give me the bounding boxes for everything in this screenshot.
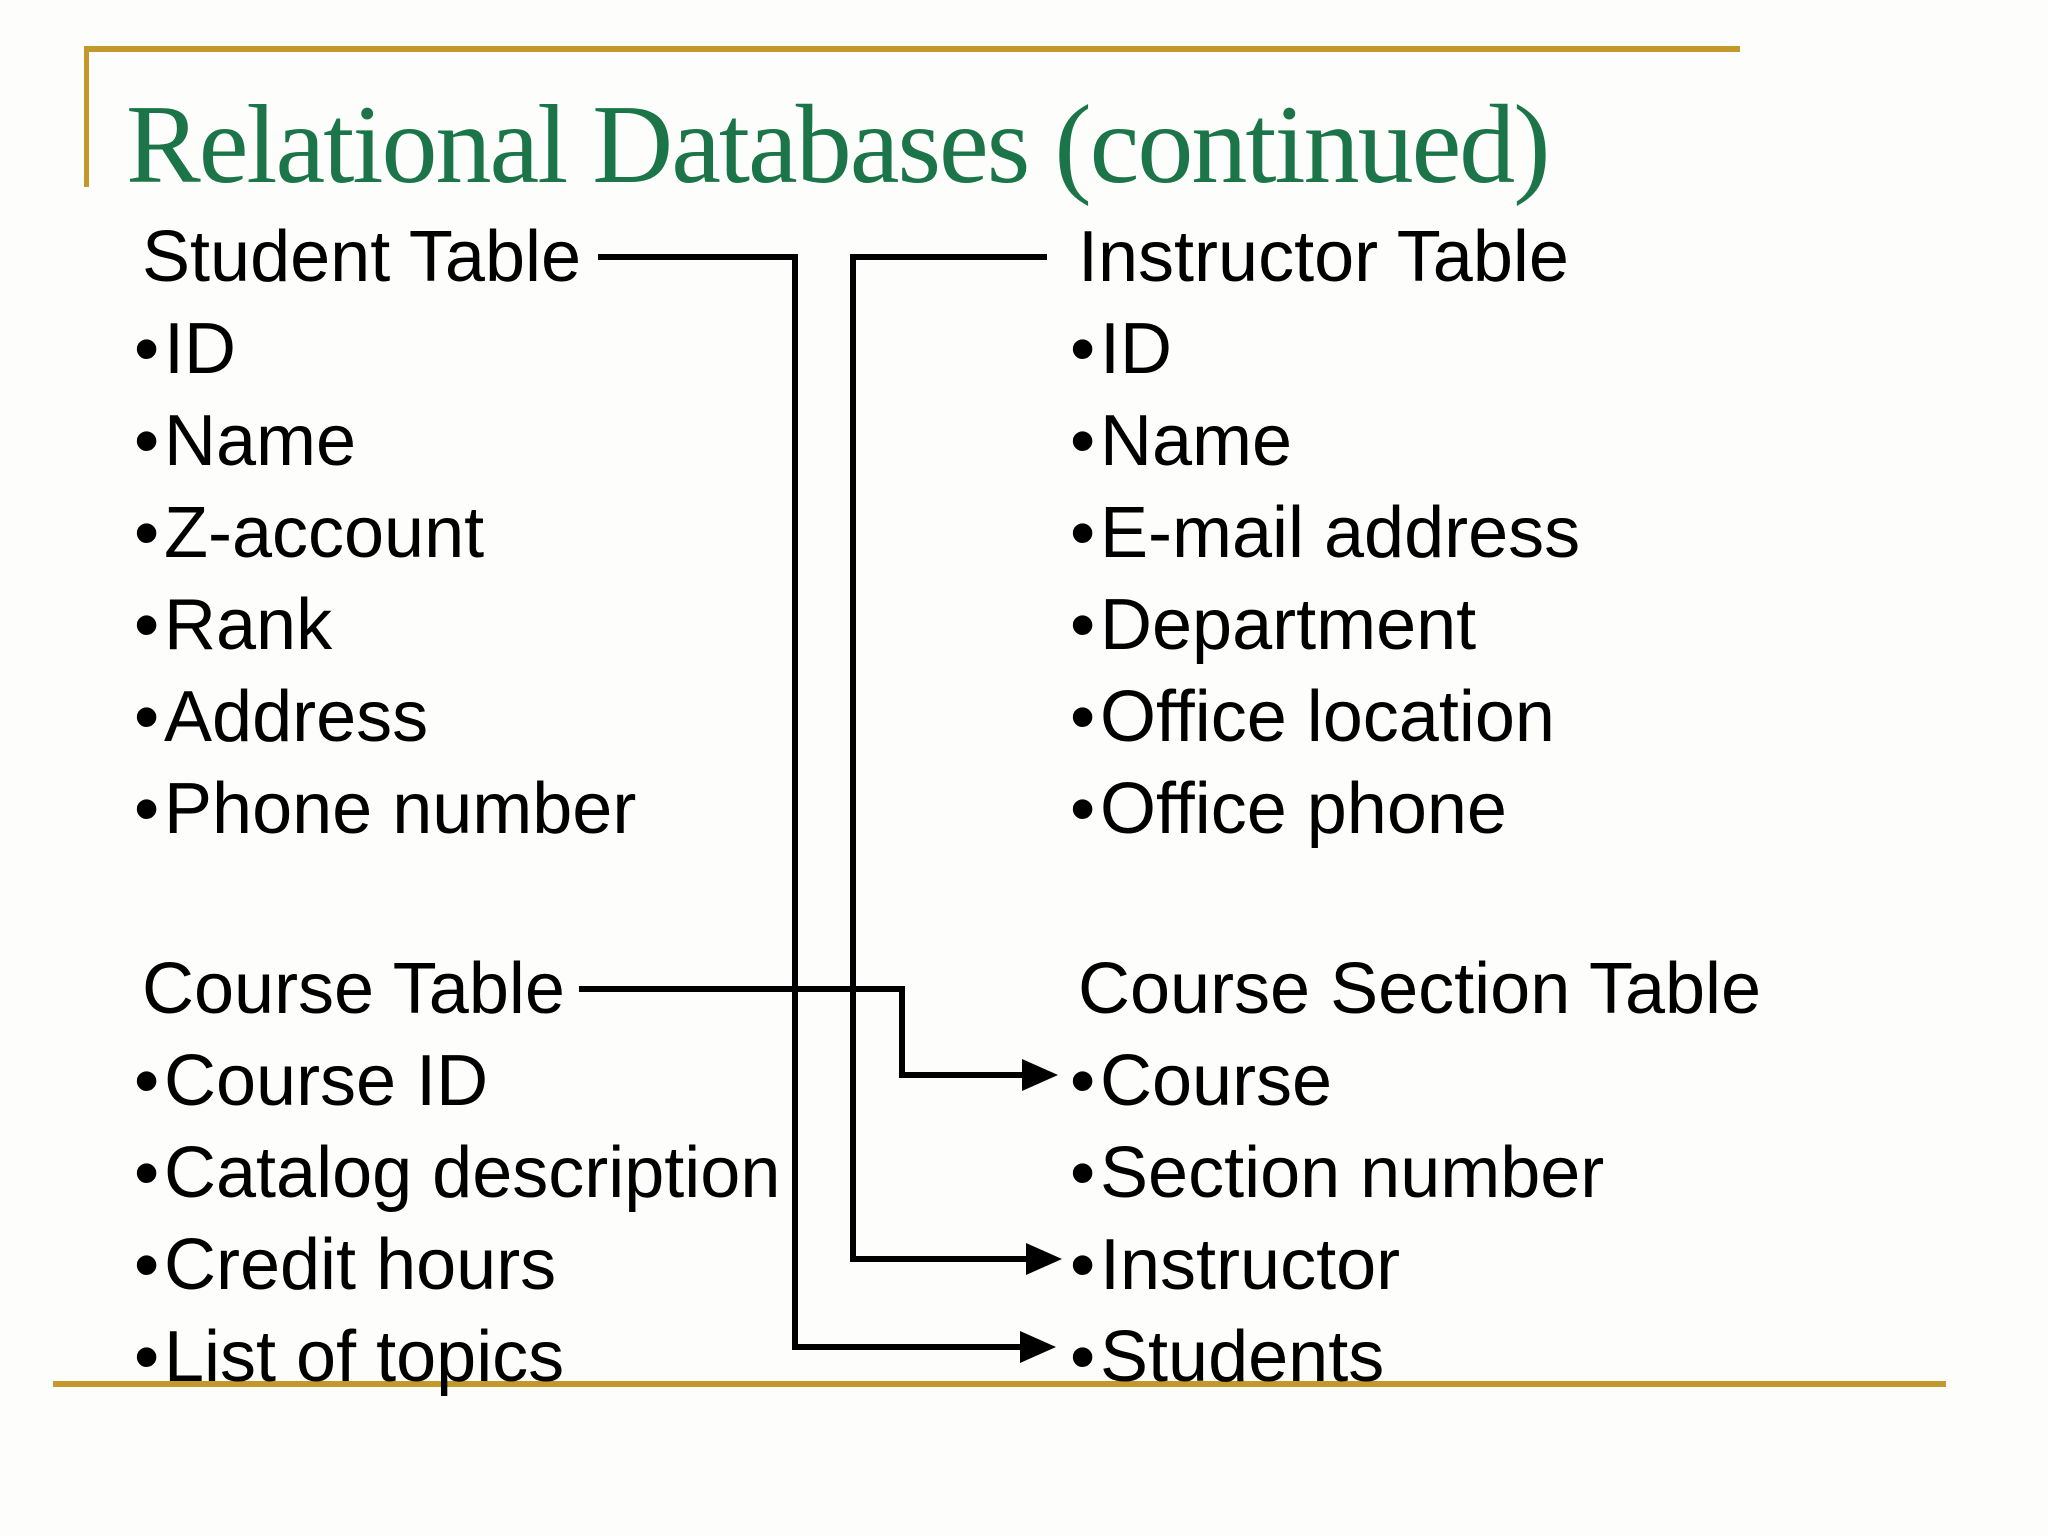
list-item: •Instructor	[1070, 1219, 1761, 1311]
bullet-icon: •	[134, 1225, 160, 1305]
gold-border-bottom	[53, 1381, 1946, 1387]
list-item: •Address	[134, 671, 636, 763]
arrowhead-instructor-icon	[1026, 1243, 1062, 1275]
list-item: •Credit hours	[134, 1219, 780, 1311]
list-item-label: Course	[1100, 1041, 1333, 1121]
list-item: •Phone number	[134, 763, 637, 855]
gold-border-top	[84, 46, 1740, 52]
list-item-label: Phone number	[164, 769, 637, 849]
list-item-label: Rank	[164, 585, 333, 665]
list-item-label: Section number	[1100, 1133, 1605, 1213]
arrowhead-students-icon	[1020, 1331, 1056, 1363]
bullet-icon: •	[134, 493, 160, 573]
list-item-label: Address	[164, 677, 429, 757]
list-item: •Catalog description	[134, 1127, 781, 1219]
list-item: •List of topics	[134, 1311, 780, 1403]
course-table-items: •Course ID•Catalog description•Credit ho…	[134, 1035, 781, 1403]
course-section-table-heading: Course Section Table	[1078, 949, 1762, 1029]
bullet-icon: •	[134, 585, 160, 665]
course-table-group: Course Table •Course ID•Catalog descript…	[134, 943, 781, 1403]
bullet-icon: •	[1070, 1317, 1096, 1397]
gold-border-left	[84, 46, 89, 187]
list-item: •ID	[1070, 303, 1580, 395]
bullet-icon: •	[1070, 1041, 1096, 1121]
student-table-group: Student Table •ID•Name•Z-account•Rank•Ad…	[134, 211, 637, 855]
bullet-icon: •	[1070, 493, 1096, 573]
list-item: •Rank	[134, 579, 636, 671]
student-table-items: •ID•Name•Z-account•Rank•Address•Phone nu…	[134, 303, 637, 855]
course-table-heading: Course Table	[142, 949, 565, 1029]
list-item-label: Course ID	[164, 1041, 489, 1121]
list-item: •Office phone	[1070, 763, 1580, 855]
list-item: •Students	[1070, 1311, 1761, 1403]
list-item-label: Students	[1100, 1317, 1385, 1397]
list-item: •Department	[1070, 579, 1580, 671]
list-item-label: Name	[164, 401, 357, 481]
bullet-icon: •	[134, 401, 160, 481]
bullet-icon: •	[1070, 585, 1096, 665]
list-item: •Name	[134, 395, 636, 487]
list-item-label: Z-account	[164, 493, 485, 573]
bullet-icon: •	[134, 1317, 160, 1397]
list-item: •E-mail address	[1070, 487, 1581, 579]
list-item-label: List of topics	[164, 1317, 565, 1397]
list-item-label: Catalog description	[164, 1133, 781, 1213]
course-section-table-items: •Course•Section number•Instructor•Studen…	[1070, 1035, 1761, 1403]
bullet-icon: •	[134, 309, 160, 389]
list-item: •Office location	[1070, 671, 1580, 763]
list-item-label: Name	[1100, 401, 1293, 481]
list-item: •ID	[134, 303, 636, 395]
list-item-label: E-mail address	[1100, 493, 1581, 573]
instructor-table-items: •ID•Name•E-mail address•Department•Offic…	[1070, 303, 1581, 855]
list-item-label: Department	[1100, 585, 1477, 665]
bullet-icon: •	[134, 1041, 160, 1121]
arrowhead-course-icon	[1022, 1059, 1058, 1091]
list-item: •Z-account	[134, 487, 636, 579]
instructor-table-group: Instructor Table •ID•Name•E-mail address…	[1070, 211, 1581, 855]
list-item: •Course	[1070, 1035, 1761, 1127]
list-item-label: Office phone	[1100, 769, 1507, 849]
bullet-icon: •	[134, 1133, 160, 1213]
course-section-table-group: Course Section Table •Course•Section num…	[1070, 943, 1762, 1403]
bullet-icon: •	[1070, 1225, 1096, 1305]
list-item: •Course ID	[134, 1035, 780, 1127]
bullet-icon: •	[1070, 769, 1096, 849]
list-item-label: ID	[1100, 309, 1172, 389]
bullet-icon: •	[134, 677, 160, 757]
connector-instructor-to-instructor	[850, 254, 1047, 1262]
bullet-icon: •	[1070, 401, 1096, 481]
list-item-label: Instructor	[1100, 1225, 1401, 1305]
list-item-label: ID	[164, 309, 236, 389]
list-item-label: Credit hours	[164, 1225, 557, 1305]
student-table-heading: Student Table	[142, 217, 582, 297]
page-title: Relational Databases (continued)	[126, 83, 1551, 207]
bullet-icon: •	[1070, 309, 1096, 389]
list-item: •Name	[1070, 395, 1580, 487]
list-item-label: Office location	[1100, 677, 1555, 757]
bullet-icon: •	[1070, 677, 1096, 757]
list-item: •Section number	[1070, 1127, 1761, 1219]
instructor-table-heading: Instructor Table	[1078, 217, 1569, 297]
bullet-icon: •	[134, 769, 160, 849]
bullet-icon: •	[1070, 1133, 1096, 1213]
